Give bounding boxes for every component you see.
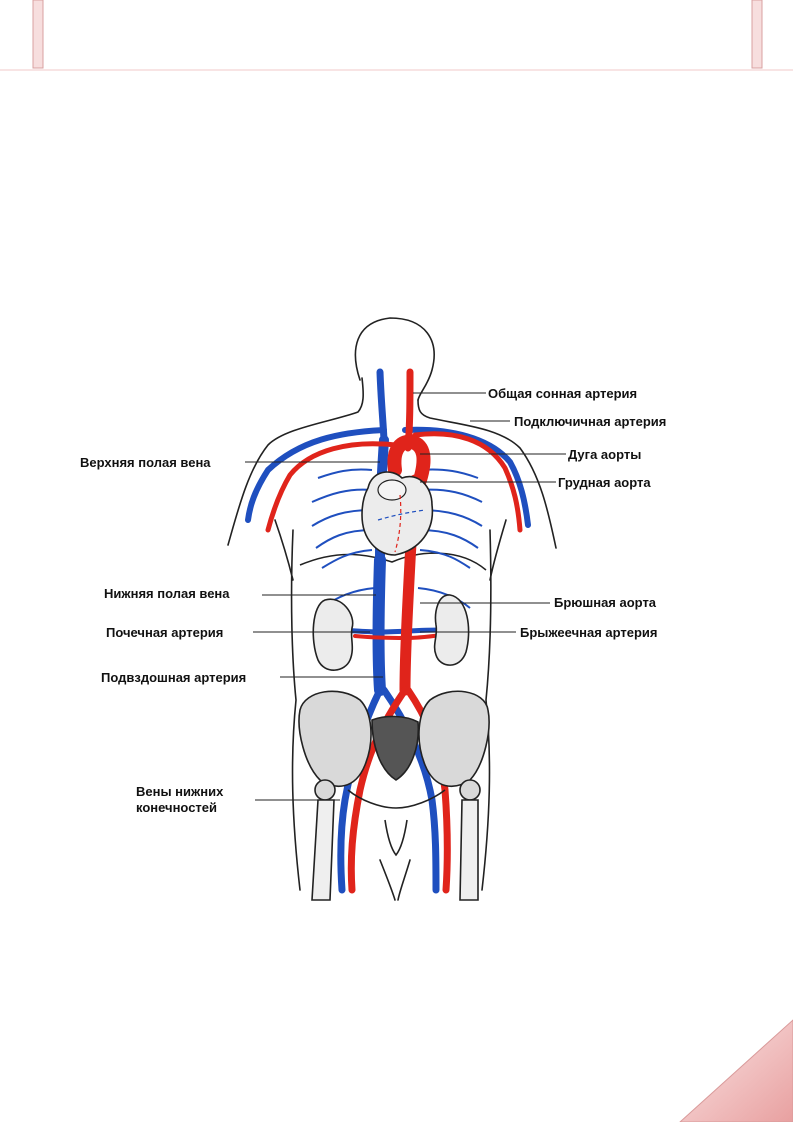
hip-joint-right: [459, 779, 481, 801]
body-outline: [227, 317, 557, 901]
label-inferior-vena-cava: Нижняя полая вена: [104, 586, 230, 601]
label-subclavian-artery: Подключичная артерия: [514, 414, 666, 429]
pelvis-left-wing: [298, 690, 372, 787]
page-frame-decoration: [0, 0, 793, 71]
femur-left: [311, 799, 335, 901]
diaphragm-line: [299, 552, 487, 571]
label-superior-vena-cava: Верхняя полая вена: [80, 455, 211, 470]
subclavian-vein-right: [402, 426, 531, 528]
hip-joint-left: [314, 779, 336, 801]
subclavian-artery-right: [412, 431, 523, 533]
pubic-symphysis: [384, 819, 408, 857]
sacrum: [371, 715, 420, 781]
label-abdominal-aorta: Брюшная аорта: [554, 595, 657, 610]
label-lower-limb-veins-line2: конечностей: [136, 800, 217, 815]
label-iliac-artery: Подвздошная артерия: [101, 670, 246, 685]
kidneys: [312, 594, 470, 671]
kidney-left: [312, 598, 354, 671]
leader-lines: [245, 392, 566, 801]
left-bookmark-decoration: [32, 0, 44, 69]
subclavian-artery-left: [265, 441, 398, 533]
pubic-arch: [347, 789, 446, 809]
aortic-arch-shape: [387, 434, 431, 487]
heart: [361, 471, 434, 556]
subclavian-vein-left: [245, 427, 387, 523]
diagram-labels: Общая сонная артерия Подключичная артери…: [80, 386, 666, 815]
inferior-vena-cava: [372, 554, 386, 696]
label-aortic-arch: Дуга аорты: [568, 447, 641, 462]
iliac-artery-left: [347, 686, 409, 894]
label-mesenteric-artery: Брыжеечная артерия: [520, 625, 658, 640]
label-thoracic-aorta: Грудная аорта: [558, 475, 651, 490]
page-corner-decoration: [679, 1019, 793, 1122]
femur-right: [459, 799, 479, 901]
pelvis: [298, 690, 490, 901]
label-renal-artery: Почечная артерия: [106, 625, 223, 640]
label-common-carotid: Общая сонная артерия: [488, 386, 637, 401]
kidney-right: [433, 594, 470, 666]
label-lower-limb-veins-line1: Вены нижних: [136, 784, 224, 799]
jugular-vein-left: [376, 368, 388, 444]
right-bookmark-decoration: [751, 0, 763, 69]
pelvis-right-wing: [418, 690, 490, 787]
